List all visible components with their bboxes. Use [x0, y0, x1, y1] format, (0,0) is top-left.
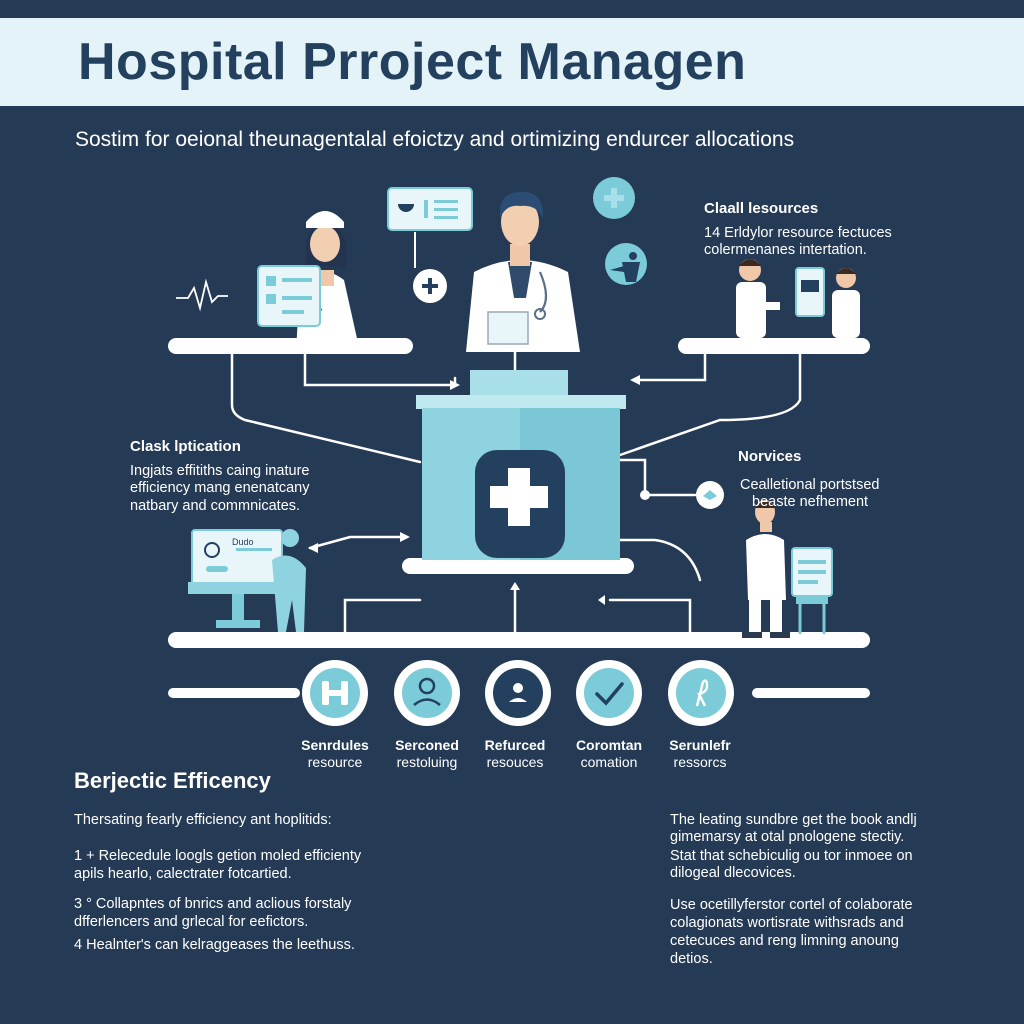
left-panel-line1: Ingjats effitiths caing inature	[130, 463, 310, 479]
bottom-right-p3b: colagionats wortisrate withsrads and	[670, 915, 904, 931]
right-panel-title: Norvices	[738, 448, 802, 465]
hospital-block	[416, 370, 626, 560]
small-node-icon	[696, 481, 724, 509]
top-right-line1: 14 Erldylor resource fectuces	[704, 225, 892, 241]
user-badge-icon	[485, 660, 551, 726]
title-band	[0, 18, 1024, 106]
left-panel-title: Clask lptication	[130, 438, 241, 455]
patient-icon	[605, 243, 647, 285]
bottom-left-item2a: 3 ° Collapntes of bnrics and aclious for…	[74, 896, 352, 912]
bottom-right-p3c: cetecuces and reng limning anoung	[670, 933, 899, 949]
medical-cross-icon	[593, 177, 635, 219]
left-panel-line2: efficiency mang enenatcany	[130, 480, 310, 496]
bottom-left-item1b: apils hearlo, calectrater fotcartied.	[74, 866, 292, 882]
bottom-right-p2a: Stat that schebiculig ou tor inmoee on	[670, 848, 913, 864]
ribbon-icon	[668, 660, 734, 726]
doctor-figure	[466, 191, 580, 352]
top-right-line2: colermenanes intertation.	[704, 242, 867, 258]
bottom-left-item1a: 1 + Relecedule loogls getion moled effic…	[74, 848, 362, 864]
page-subtitle: Sostim for oeional theunagentalal efoict…	[75, 128, 795, 151]
connector-lines	[230, 350, 802, 634]
bottom-right-p3d: detios.	[670, 951, 713, 967]
bottom-right-p2b: dilogeal dlecovices.	[670, 865, 796, 881]
section-title: Berjectic Efficency	[74, 768, 271, 793]
presentation-monitor	[188, 529, 306, 632]
right-panel-line2: beaste nefhement	[752, 494, 869, 510]
person-icon	[394, 660, 460, 726]
bottom-left-intro: Thersating fearly efficiency ant hopliti…	[74, 812, 332, 828]
doctor-right-figure	[742, 500, 833, 638]
checkmark-icon	[576, 660, 642, 726]
floating-screen	[387, 187, 473, 268]
right-panel-line1: Cealletional portstsed	[740, 477, 880, 493]
monitor-caption: Dudo	[232, 537, 254, 547]
hospital-h-icon	[302, 660, 368, 726]
left-panel-line3: natbary and commnicates.	[130, 498, 301, 514]
page-title: Hospital Prroject Managen	[78, 33, 747, 91]
staff-pair-figure	[736, 259, 860, 338]
bottom-right-p3a: Use ocetillyferstor cortel of colaborate	[670, 897, 913, 913]
ecg-line	[176, 278, 228, 312]
clipboard-chart	[257, 265, 321, 327]
bottom-left-item2b: dfferlencers and grlecal for eefictors.	[74, 914, 309, 930]
top-right-title: Claall lesources	[704, 200, 819, 217]
bottom-left-item3: 4 Healnter's can kelraggeases the leethu…	[74, 937, 355, 953]
bottom-right-p1b: gimemarsy at otal pnologene stectiy.	[670, 829, 905, 845]
plus-circle-icon	[413, 269, 447, 303]
bottom-right-p1a: The leating sundbre get the book andlj	[670, 812, 917, 828]
platforms	[168, 338, 870, 698]
icon-row	[302, 660, 734, 726]
